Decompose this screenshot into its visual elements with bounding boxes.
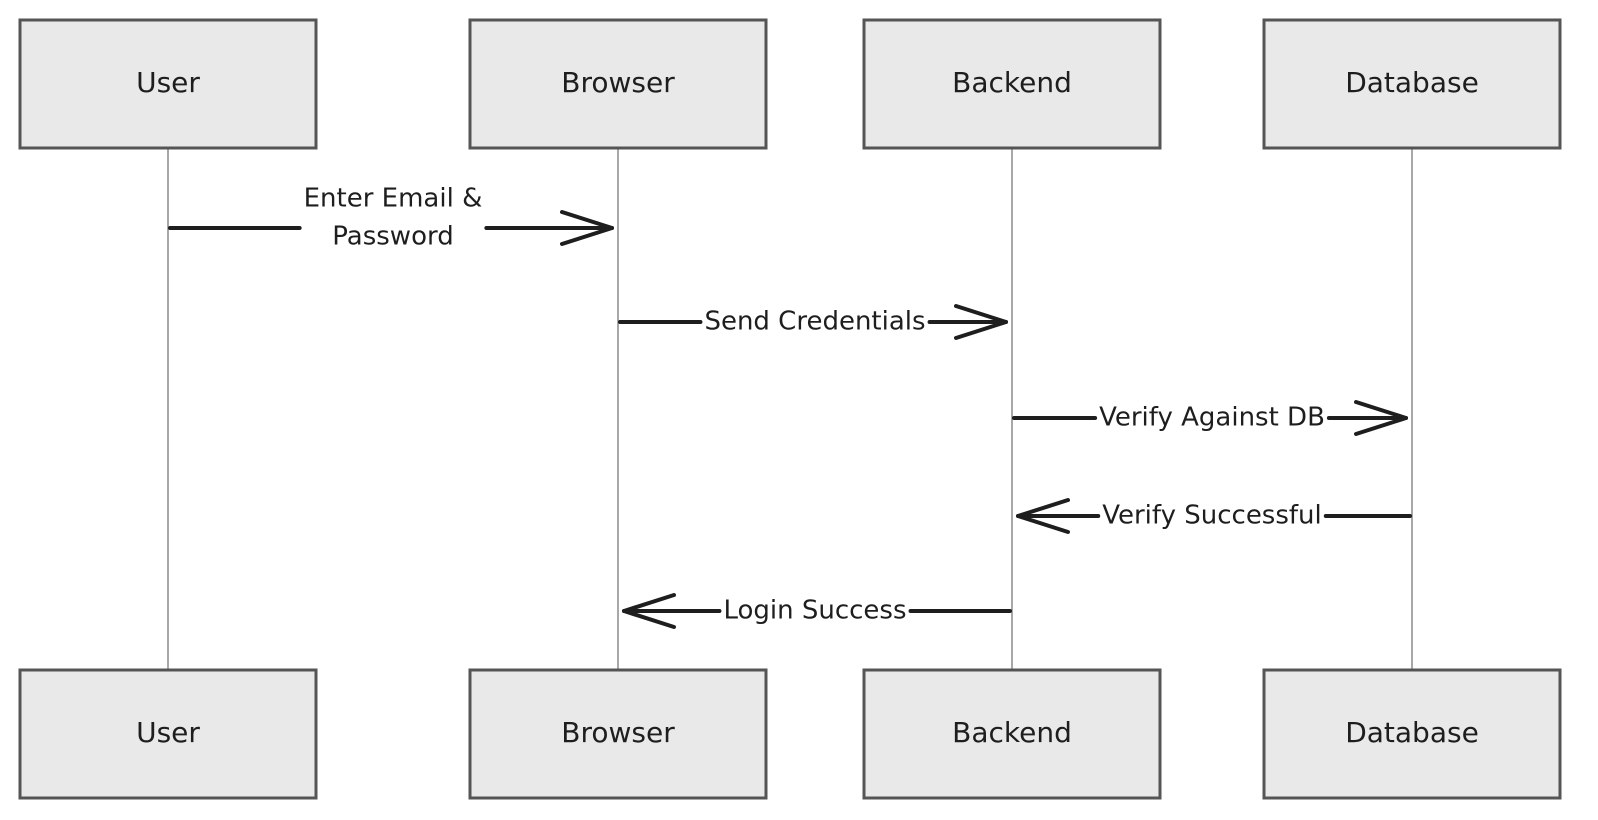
actor-box-browser-bottom xyxy=(468,668,768,800)
actor-box-backend-top xyxy=(862,18,1162,150)
actor-box-user-bottom xyxy=(18,668,318,800)
arrowhead-1 xyxy=(560,210,614,246)
actor-backend-top: Backend xyxy=(862,18,1162,150)
actor-label-database-top: Database xyxy=(1345,66,1479,99)
message-5: Login Success xyxy=(622,593,1012,629)
arrowhead-2 xyxy=(954,304,1008,340)
actors-bottom-group: User Browser Backend Database xyxy=(18,668,1562,800)
actor-label-database-bottom: Database xyxy=(1345,716,1479,749)
message-1: Enter Email & Password xyxy=(168,184,614,252)
message-label-2: Send Credentials xyxy=(704,307,925,337)
actor-label-user-top: User xyxy=(136,66,200,99)
actor-box-database-bottom xyxy=(1262,668,1562,800)
actor-browser-top: Browser xyxy=(468,18,768,150)
arrowhead-5 xyxy=(622,593,676,629)
message-label-5: Login Success xyxy=(723,596,906,626)
actor-label-backend-top: Backend xyxy=(952,66,1072,99)
actor-label-backend-bottom: Backend xyxy=(952,716,1072,749)
actor-user-bottom: User xyxy=(18,668,318,800)
actor-database-bottom: Database xyxy=(1262,668,1562,800)
actor-database-top: Database xyxy=(1262,18,1562,150)
message-label-1-line-1: Enter Email & xyxy=(304,184,483,214)
actor-box-backend-bottom xyxy=(862,668,1162,800)
actors-top-group: User Browser Backend Database xyxy=(18,18,1562,150)
message-2: Send Credentials xyxy=(618,304,1008,340)
actor-box-browser-top xyxy=(468,18,768,150)
actor-browser-bottom: Browser xyxy=(468,668,768,800)
actor-backend-bottom: Backend xyxy=(862,668,1162,800)
actor-user-top: User xyxy=(18,18,318,150)
actor-box-user-top xyxy=(18,18,318,150)
message-label-4: Verify Successful xyxy=(1102,501,1322,531)
message-label-3: Verify Against DB xyxy=(1099,403,1325,433)
message-3: Verify Against DB xyxy=(1012,400,1408,436)
arrowhead-3 xyxy=(1354,400,1408,436)
message-4: Verify Successful xyxy=(1016,498,1412,534)
message-label-1-line-2: Password xyxy=(332,222,453,252)
actor-label-browser-top: Browser xyxy=(561,66,675,99)
actor-box-database-top xyxy=(1262,18,1562,150)
arrowhead-4 xyxy=(1016,498,1070,534)
actor-label-user-bottom: User xyxy=(136,716,200,749)
actor-label-browser-bottom: Browser xyxy=(561,716,675,749)
lifelines-group xyxy=(167,148,1413,670)
